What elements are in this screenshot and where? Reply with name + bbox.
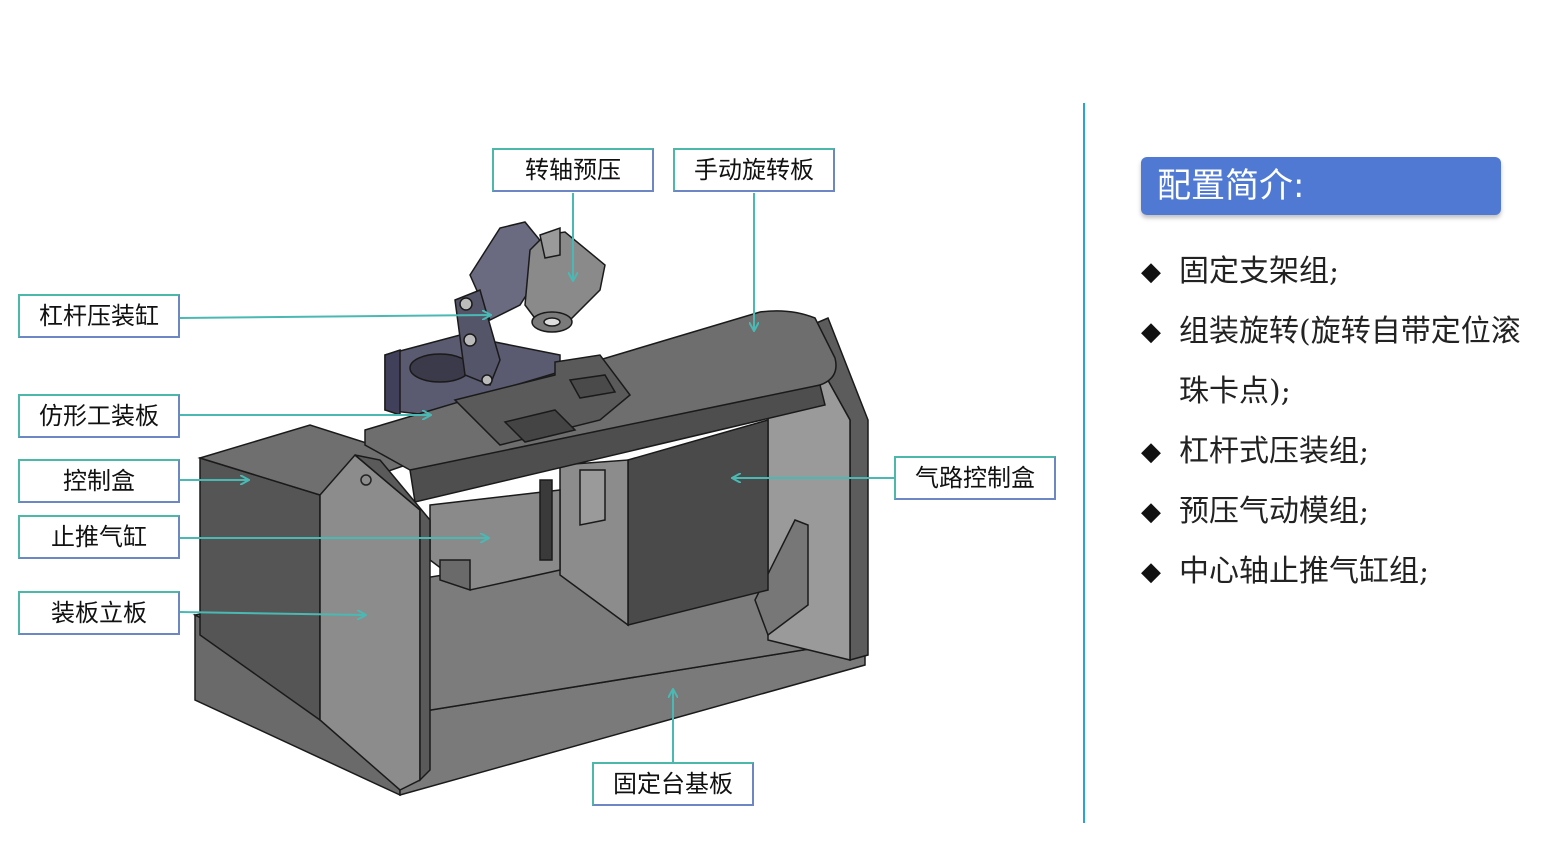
config-item: ◆杠杆式压装组; — [1141, 422, 1541, 482]
label-profile-fixture-plate: 仿形工装板 — [18, 394, 180, 438]
stop-cylinder-shape — [429, 469, 606, 592]
diamond-bullet-icon: ◆ — [1141, 557, 1161, 587]
config-item: ◆固定支架组; — [1141, 242, 1541, 302]
leader-lever-press-cylinder — [179, 315, 490, 318]
diamond-bullet-icon: ◆ — [1141, 497, 1161, 527]
label-pneumatic-control-box: 气路控制盒 — [894, 456, 1056, 500]
diamond-bullet-icon: ◆ — [1141, 437, 1161, 467]
pivot-preload-shape — [524, 226, 606, 333]
config-title: 配置简介: — [1141, 157, 1501, 215]
config-item: ◆中心轴止推气缸组; — [1141, 542, 1541, 602]
config-list: ◆固定支架组; ◆组装旋转(旋转自带定位滚珠卡点); ◆杠杆式压装组; ◆预压气… — [1141, 242, 1541, 602]
rotating-plate-shape — [364, 310, 837, 503]
vertical-divider — [1083, 103, 1085, 823]
lever-arm-shape — [454, 221, 553, 386]
leader-mount-upright-plate — [179, 612, 365, 615]
machine-assembly-diagram — [179, 193, 895, 797]
label-manual-rotate-plate: 手动旋转板 — [673, 148, 835, 192]
label-pivot-preload: 转轴预压 — [492, 148, 654, 192]
label-stop-push-cylinder: 止推气缸 — [18, 515, 180, 559]
config-item: ◆预压气动模组; — [1141, 482, 1541, 542]
label-fixed-base-plate: 固定台基板 — [592, 762, 754, 806]
config-item: ◆组装旋转(旋转自带定位滚珠卡点); — [1141, 302, 1541, 422]
diamond-bullet-icon: ◆ — [1141, 257, 1161, 287]
diamond-bullet-icon: ◆ — [1141, 317, 1161, 347]
label-mount-upright-plate: 装板立板 — [18, 591, 180, 635]
label-control-box: 控制盒 — [18, 459, 180, 503]
label-lever-press-cylinder: 杠杆压装缸 — [18, 294, 180, 338]
